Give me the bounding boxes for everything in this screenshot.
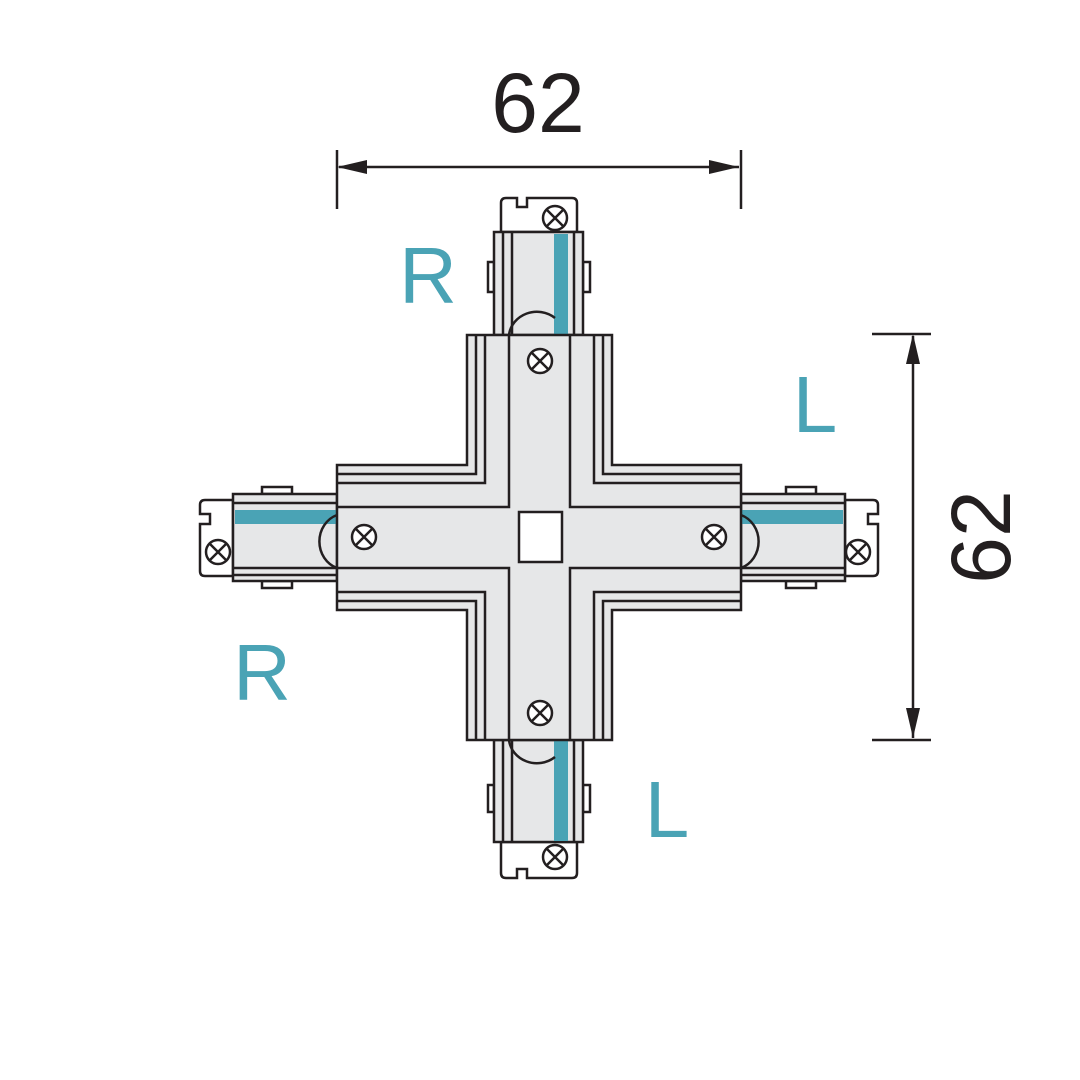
bottom-arm [486,738,592,880]
top-arm [486,196,592,337]
width-label: 62 [491,56,584,150]
cross-body [335,333,743,742]
width-dimension: 62 [335,56,743,209]
height-label: 62 [934,490,1028,583]
label-bottom-l: L [645,765,690,854]
label-top-r: R [399,231,457,320]
left-arm [198,485,339,590]
height-dimension: 62 [872,332,1028,742]
right-arm [739,485,880,590]
label-right-l: L [793,360,838,449]
center-square [517,510,564,564]
label-left-r: R [233,628,291,717]
